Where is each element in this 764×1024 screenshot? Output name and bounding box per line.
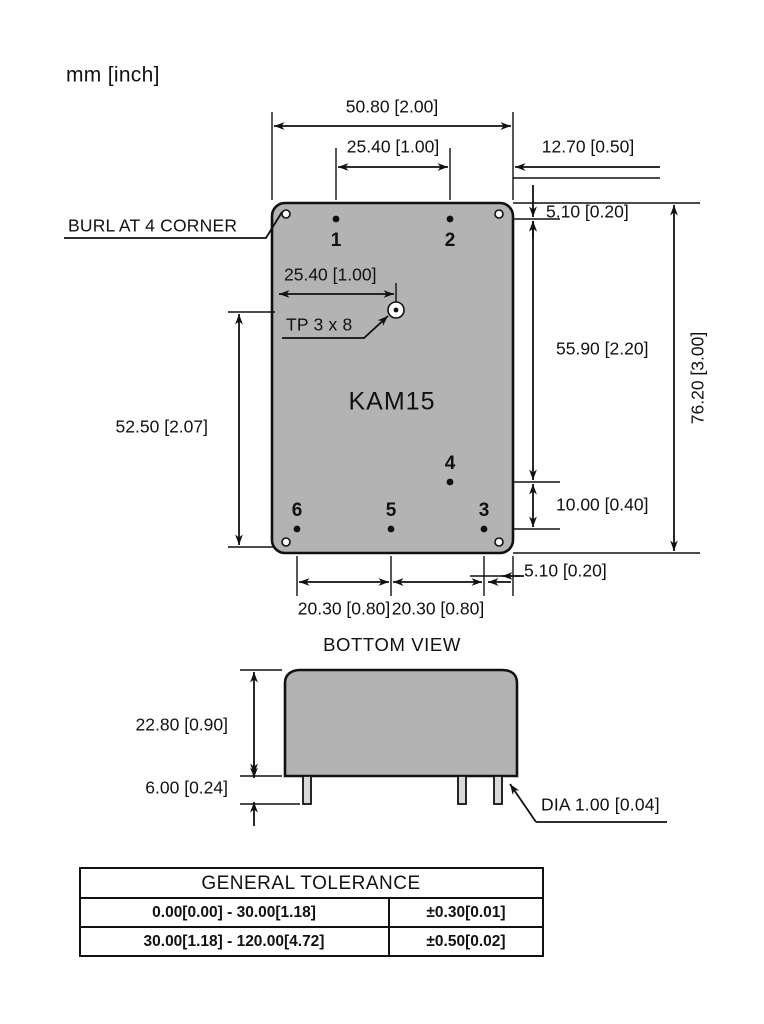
pin-dot-5 — [387, 525, 395, 533]
dim-right-top-edge: 5.10 [0.20] — [529, 185, 629, 238]
tolerance-row-1-value: ±0.50[0.02] — [426, 933, 505, 950]
test-point-label: TP 3 x 8 — [286, 315, 352, 335]
units-note: mm [inch] — [66, 64, 160, 87]
dim-top-inner-width-label: 25.40 [1.00] — [347, 137, 439, 157]
side-pin-left — [302, 775, 312, 805]
side-view-pins — [302, 775, 503, 805]
dim-top-right-offset: 12.70 [0.50] — [515, 137, 660, 171]
bottom-extension-lines — [296, 556, 514, 596]
dim-right-overall-height-label: 76.20 [3.00] — [688, 332, 708, 424]
pin-diameter-callout: DIA 1.00 [0.04] — [509, 783, 667, 823]
side-view-body — [283, 668, 519, 778]
bottom-view-title: BOTTOM VIEW — [323, 634, 461, 655]
dim-left-height: 52.50 [2.07] — [116, 311, 275, 548]
pin-dot-6 — [293, 525, 301, 533]
dim-right-bottom-edge: 5.10 [0.20] — [470, 561, 607, 581]
dim-right-top-edge-label: 5.10 [0.20] — [546, 202, 629, 222]
dim-top-overall-width: 50.80 [2.00] — [274, 97, 511, 130]
part-name-label: KAM15 — [349, 388, 436, 416]
dim-right-bottom-edge-label: 5.10 [0.20] — [524, 561, 607, 581]
side-pin-right — [493, 775, 503, 805]
side-pin-middle — [457, 775, 467, 805]
pin-diameter-label: DIA 1.00 [0.04] — [541, 795, 660, 815]
right-extension-lines — [513, 202, 700, 554]
dim-right-pin-span-label: 55.90 [2.20] — [556, 339, 648, 359]
dim-side-body-height: 22.80 [0.90] — [136, 672, 258, 774]
dim-side-pin-length: 6.00 [0.24] — [145, 762, 258, 826]
tolerance-row-0-range: 0.00[0.00] - 30.00[1.18] — [152, 904, 316, 921]
dim-inner-tp-width-label: 25.40 [1.00] — [284, 265, 376, 285]
corner-burl-holes — [281, 209, 504, 547]
pin-label-3: 3 — [479, 500, 490, 521]
pin-label-4: 4 — [445, 453, 456, 474]
dim-right-pin4-offset: 10.00 [0.40] — [529, 484, 648, 527]
side-view-extension-lines — [240, 669, 300, 805]
top-view-extension-lines — [271, 112, 660, 200]
dim-bottom-pitch-left-label: 20.30 [0.80] — [298, 599, 390, 619]
dim-bottom-pitch-right-label: 20.30 [0.80] — [392, 599, 484, 619]
pin-label-5: 5 — [386, 500, 397, 521]
pin-label-6: 6 — [292, 500, 303, 521]
dim-bottom-pitch-left: 20.30 [0.80] — [298, 578, 390, 619]
dim-right-pin4-offset-label: 10.00 [0.40] — [556, 495, 648, 515]
burl-callout-label: BURL AT 4 CORNER — [68, 216, 237, 236]
test-point-group: 25.40 [1.00] TP 3 x 8 — [279, 265, 405, 339]
pin-label-1: 1 — [331, 230, 342, 251]
dim-right-pin-span: 55.90 [2.20] — [529, 221, 648, 480]
pin-label-2: 2 — [445, 230, 456, 251]
tolerance-table: GENERAL TOLERANCE 0.00[0.00] - 30.00[1.1… — [79, 867, 544, 957]
pin-dot-4 — [446, 478, 454, 486]
dim-left-height-label: 52.50 [2.07] — [116, 417, 208, 437]
dim-bottom-pitch-right: 20.30 [0.80] — [392, 578, 484, 619]
dim-top-inner-width: 25.40 [1.00] — [338, 137, 448, 171]
tolerance-table-title: GENERAL TOLERANCE — [201, 873, 420, 894]
pin-markers: 1 2 3 4 5 6 — [292, 215, 490, 533]
burl-callout: BURL AT 4 CORNER — [64, 211, 283, 239]
dim-right-overall-height: 76.20 [3.00] — [670, 205, 708, 551]
dim-side-body-height-label: 22.80 [0.90] — [136, 715, 228, 735]
pin-dot-2 — [446, 215, 454, 223]
dim-top-overall-width-label: 50.80 [2.00] — [346, 97, 438, 117]
dim-side-pin-length-label: 6.00 [0.24] — [145, 778, 228, 798]
pin-dot-3 — [480, 525, 488, 533]
tolerance-row-0-value: ±0.30[0.01] — [426, 904, 505, 921]
pin-dot-1 — [332, 215, 340, 223]
tolerance-row-1-range: 30.00[1.18] - 120.00[4.72] — [144, 933, 325, 950]
dim-top-right-offset-label: 12.70 [0.50] — [542, 137, 634, 157]
